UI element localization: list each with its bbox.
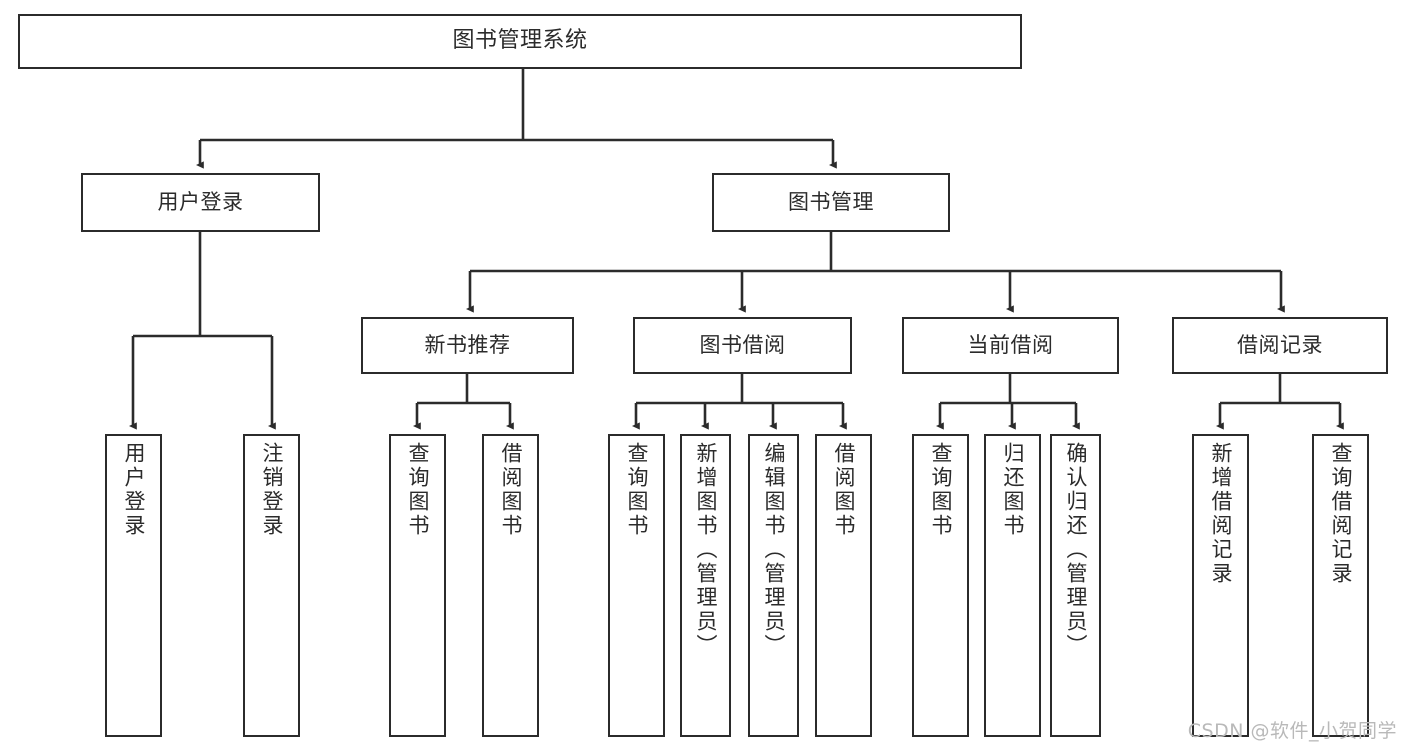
leaf-edit-book-admin[interactable]: 编辑图书（管理员） bbox=[748, 434, 799, 737]
leaf-add-book-admin[interactable]: 新增图书（管理员） bbox=[680, 434, 731, 737]
node-user-login[interactable]: 用户登录 bbox=[81, 173, 320, 232]
leaf-user-login[interactable]: 用户登录 bbox=[105, 434, 162, 737]
node-borrow-record-label: 借阅记录 bbox=[1237, 332, 1323, 357]
leaf-confirm-return-admin-label: 确认归还（管理员） bbox=[1064, 442, 1088, 658]
leaf-query-borrow-record-label: 查询借阅记录 bbox=[1329, 442, 1353, 586]
leaf-logout-login[interactable]: 注销登录 bbox=[243, 434, 300, 737]
node-book-manage-label: 图书管理 bbox=[788, 189, 874, 214]
node-book-manage[interactable]: 图书管理 bbox=[712, 173, 950, 232]
leaf-borrow-book-2-label: 借阅图书 bbox=[832, 442, 856, 538]
leaf-query-book-3[interactable]: 查询图书 bbox=[912, 434, 969, 737]
leaf-user-login-label: 用户登录 bbox=[122, 442, 146, 538]
leaf-confirm-return-admin[interactable]: 确认归还（管理员） bbox=[1050, 434, 1101, 737]
leaf-query-book-2-label: 查询图书 bbox=[625, 442, 649, 538]
leaf-query-book-3-label: 查询图书 bbox=[929, 442, 953, 538]
leaf-return-book[interactable]: 归还图书 bbox=[984, 434, 1041, 737]
leaf-query-book-1[interactable]: 查询图书 bbox=[389, 434, 446, 737]
leaf-logout-login-label: 注销登录 bbox=[260, 442, 284, 538]
csdn-watermark: CSDN @软件_小贺同学 bbox=[1187, 720, 1397, 742]
node-current-borrow-label: 当前借阅 bbox=[967, 332, 1054, 357]
leaf-borrow-book-1[interactable]: 借阅图书 bbox=[482, 434, 539, 737]
node-new-book-recommend[interactable]: 新书推荐 bbox=[361, 317, 574, 374]
leaf-query-book-1-label: 查询图书 bbox=[406, 442, 430, 538]
leaf-borrow-book-1-label: 借阅图书 bbox=[499, 442, 523, 538]
node-book-borrow[interactable]: 图书借阅 bbox=[633, 317, 852, 374]
node-user-login-label: 用户登录 bbox=[157, 189, 244, 214]
node-book-borrow-label: 图书借阅 bbox=[699, 332, 786, 357]
leaf-borrow-book-2[interactable]: 借阅图书 bbox=[815, 434, 872, 737]
node-root-label: 图书管理系统 bbox=[452, 28, 588, 54]
leaf-query-borrow-record[interactable]: 查询借阅记录 bbox=[1312, 434, 1369, 737]
leaf-add-book-admin-label: 新增图书（管理员） bbox=[694, 442, 718, 658]
node-current-borrow[interactable]: 当前借阅 bbox=[902, 317, 1119, 374]
leaf-add-borrow-record[interactable]: 新增借阅记录 bbox=[1192, 434, 1249, 737]
leaf-return-book-label: 归还图书 bbox=[1001, 442, 1025, 538]
leaf-edit-book-admin-label: 编辑图书（管理员） bbox=[762, 442, 786, 658]
leaf-add-borrow-record-label: 新增借阅记录 bbox=[1209, 442, 1233, 586]
node-new-book-recommend-label: 新书推荐 bbox=[424, 332, 511, 357]
node-borrow-record[interactable]: 借阅记录 bbox=[1172, 317, 1388, 374]
node-root[interactable]: 图书管理系统 bbox=[18, 14, 1022, 69]
leaf-query-book-2[interactable]: 查询图书 bbox=[608, 434, 665, 737]
